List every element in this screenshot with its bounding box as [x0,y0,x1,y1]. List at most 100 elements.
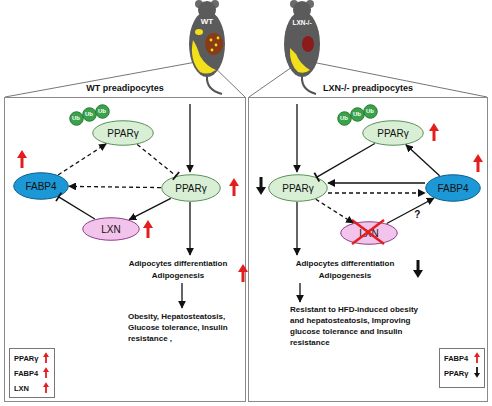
increase-arrow [474,352,480,363]
connector [406,145,440,176]
protein-node: LXN [340,221,398,245]
node-label: Ub [72,115,80,121]
protein-node: PPARγ [161,174,221,202]
flow-arrow [181,283,182,308]
lipid-dot [211,49,214,52]
inhibition-bar [314,173,319,182]
node-label: Ub [85,111,93,117]
node-label: PPARγ [377,128,409,139]
ubiquitin-tag: Ub [69,111,84,126]
node-label: Ub [98,108,106,114]
node-label: PPARγ [107,128,139,139]
process-text: Adipogenesis [113,270,243,281]
node-ellipse [82,107,96,121]
inhibition-bar [56,193,61,202]
ubiquitin-tag: Ub [350,107,365,122]
lipid-dot [210,39,213,42]
fat-depot [195,29,203,35]
connector [387,198,434,223]
connector [69,186,161,187]
node-label: LXN [101,224,120,235]
edge-label: ? [414,209,420,220]
mouse-tail [302,76,316,94]
knockout-cross [352,220,384,244]
process-text: Adipogenesis [280,270,410,281]
outcome-text: Resistant to HFD-induced obesity and hep… [290,304,422,348]
increase-arrow [229,178,239,196]
connector [328,192,425,193]
node-ellipse [95,104,109,118]
cell-panel: WT preadipocytesUbUbUbPPARγFABP4PPARγLXN… [4,97,246,402]
increase-arrow [429,123,439,141]
node-ellipse [363,121,424,146]
node-label: PPARγ [175,183,207,194]
process-text: Adipocytes differentiation [280,258,410,269]
ubiquitin-tag: Ub [337,111,352,126]
node-ellipse [337,111,351,125]
decrease-arrow [474,367,480,378]
panel-heading: LXN-/- preadipocytes [249,83,487,93]
knockout-cross [352,220,384,244]
node-ellipse [341,222,398,245]
flow-arrow [189,202,190,255]
decrease-arrow [413,260,423,278]
node-ellipse [350,107,364,121]
node-label: Ub [340,115,348,121]
protein-node: LXN [82,217,140,241]
node-ellipse [426,175,481,202]
cell-panel: LXN-/- preadipocytesUbUbUbPPARγPPARγFABP… [248,97,488,402]
mouse-head [198,1,216,19]
increase-arrow [238,264,248,282]
node-label: LXN [359,228,378,239]
node-ellipse [162,175,221,202]
decrease-arrow [256,177,266,195]
liver [205,33,223,55]
mouse-body [189,11,225,77]
increase-arrow [43,352,49,363]
connector [59,197,95,219]
lipid-dot [217,37,220,40]
protein-node: FABP4 [425,174,481,202]
increase-arrow [143,220,153,238]
mouse-body [284,11,320,77]
increase-arrow [43,367,49,378]
node-ellipse [269,175,328,202]
panel-heading: WT preadipocytes [5,83,245,93]
ubiquitin-tag: Ub [95,104,110,119]
mouse-head [293,1,311,19]
mouse-label: LXN-/- [285,17,319,28]
inhibition-bar [173,172,179,180]
process-text: Adipocytes differentiation [113,258,243,269]
ubiquitin-tag: Ub [363,104,378,119]
connector [317,144,375,178]
node-ellipse [93,121,154,146]
mouse-label: WT [194,16,220,27]
connector [328,182,425,183]
connector [58,144,106,175]
connector [129,198,171,219]
node-ellipse [363,104,377,118]
lipid-dot [215,44,218,47]
protein-node: PPARγ [92,120,154,146]
mouse-tail [207,76,222,94]
node-label: PPARγ [282,183,314,194]
node-label: PPARγ [444,366,484,381]
connector [137,145,176,176]
outcome-text: Obesity, Hepatosteatosis, Glucose tolera… [128,311,240,344]
flow-arrow [296,202,297,255]
flow-arrow [189,104,190,172]
node-label: LXN [14,381,54,396]
ubiquitin-tag: Ub [82,107,97,122]
increase-arrow [17,150,27,168]
node-label: PPARγ [14,351,54,366]
summary-box: FABP4PPARγ [439,348,485,388]
flow-arrow [296,104,297,172]
protein-node: FABP4 [13,172,69,200]
node-label: FABP4 [444,351,484,366]
node-label: Ub [366,108,374,114]
